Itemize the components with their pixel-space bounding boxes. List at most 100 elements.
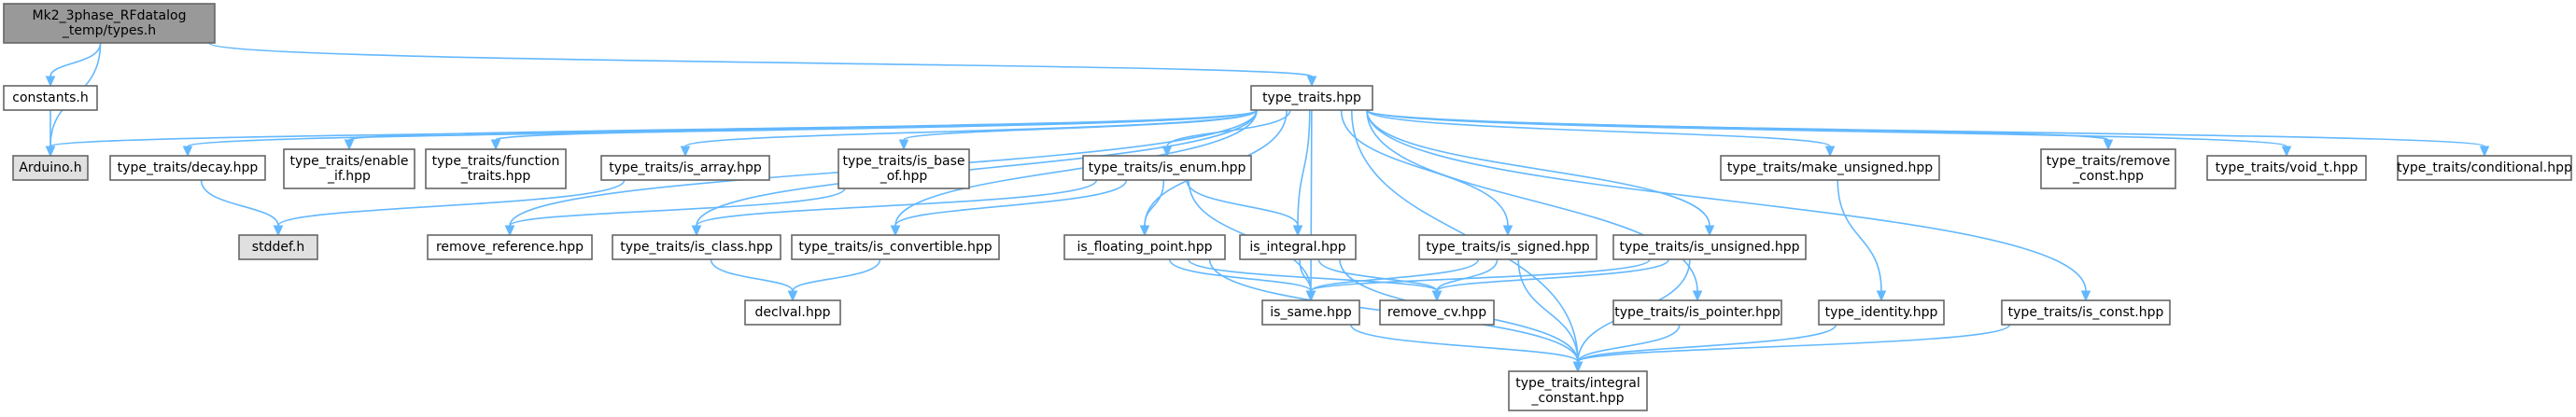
node-label: type_traits/integral (1515, 376, 1640, 391)
edge-line (1317, 258, 1438, 292)
edge-is-const-hpp-to-integral-constant-hpp (1572, 324, 2011, 373)
edge-line (495, 109, 1258, 141)
edge-arrowhead (2080, 290, 2091, 302)
node-is-floating-point-hpp[interactable]: is_floating_point.hpp (1063, 234, 1226, 260)
node-is-convertible-hpp[interactable]: type_traits/is_convertible.hpp (791, 234, 1000, 260)
edge-type-traits-hpp-to-is-signed-hpp (1340, 109, 1513, 237)
node-stddef-h[interactable]: stddef.h (238, 234, 318, 260)
node-arduino-h[interactable]: Arduino.h (12, 155, 89, 181)
node-label: type_traits/function (432, 154, 560, 169)
node-box (1250, 85, 1373, 111)
edge-arrowhead (504, 225, 515, 237)
edge-line (1310, 258, 1480, 292)
edge-arrowhead (490, 139, 501, 151)
node-label: type_traits/is_const.hpp (2008, 305, 2164, 320)
edge-line (1168, 258, 1312, 292)
node-integral-constant-hpp[interactable]: type_traits/integral_constant.hpp (1508, 370, 1648, 411)
node-label: remove_reference.hpp (436, 240, 584, 255)
edge-arrowhead (45, 146, 56, 158)
node-label: type_traits/is_class.hpp (620, 240, 773, 255)
node-function-traits-hpp[interactable]: type_traits/function_traits.hpp (425, 148, 567, 189)
edge-arrowhead (1876, 290, 1887, 302)
node-is-base-of-hpp[interactable]: type_traits/is_base_of.hpp (838, 148, 970, 189)
node-box (109, 155, 266, 181)
node-box (1612, 299, 1782, 326)
edge-is-floating-point-hpp-to-is-same-hpp (1168, 258, 1316, 302)
node-label: stddef.h (252, 240, 304, 255)
edge-arrowhead (182, 146, 193, 158)
edge-line (696, 179, 1098, 227)
edge-is-pointer-hpp-to-integral-constant-hpp (1572, 324, 1681, 373)
node-void-t-hpp[interactable]: type_traits/void_t.hpp (2206, 155, 2367, 181)
edge-arrowhead (1431, 290, 1443, 302)
node-label: is_integral.hpp (1249, 240, 1345, 255)
edge-line (1436, 258, 1669, 292)
node-is-array-hpp[interactable]: type_traits/is_array.hpp (600, 155, 770, 181)
edge-is-array-hpp-to-stddef-h (273, 179, 626, 237)
node-decay-hpp[interactable]: type_traits/decay.hpp (109, 155, 266, 181)
node-types-h[interactable]: Mk2_3phase_RFdatalog_temp/types.h (3, 3, 216, 44)
edge-line (208, 42, 1313, 77)
node-is-const-hpp[interactable]: type_traits/is_const.hpp (2001, 299, 2171, 326)
edge-is-class-hpp-to-declval-hpp (710, 258, 798, 302)
node-is-integral-hpp[interactable]: is_integral.hpp (1239, 234, 1357, 260)
node-is-signed-hpp[interactable]: type_traits/is_signed.hpp (1418, 234, 1598, 260)
edge-line (1340, 109, 1509, 227)
edge-line (710, 258, 794, 292)
edge-line (1144, 179, 1165, 227)
node-remove-const-hpp[interactable]: type_traits/remove_const.hpp (2040, 148, 2176, 189)
node-is-enum-hpp[interactable]: type_traits/is_enum.hpp (1082, 155, 1252, 181)
node-type-identity-hpp[interactable]: type_identity.hpp (1818, 299, 1945, 326)
node-remove-cv-hpp[interactable]: remove_cv.hpp (1379, 299, 1495, 326)
edge-line (903, 109, 1258, 141)
node-declval-hpp[interactable]: declval.hpp (744, 299, 841, 326)
edge-type-traits-hpp-to-conditional-hpp (1366, 109, 2490, 158)
node-box (1818, 299, 1945, 326)
edge-line (1577, 324, 2011, 363)
edge-type-traits-hpp-to-is-const-hpp (1366, 109, 2091, 302)
edge-is-unsigned-hpp-to-remove-cv-hpp (1431, 258, 1669, 302)
node-label: type_traits/is_enum.hpp (1089, 160, 1246, 175)
node-remove-reference-hpp[interactable]: remove_reference.hpp (427, 234, 593, 260)
node-label: type_traits/enable (290, 154, 409, 169)
node-label: _traits.hpp (460, 169, 531, 184)
node-is-unsigned-hpp[interactable]: type_traits/is_unsigned.hpp (1612, 234, 1807, 260)
edge-type-traits-hpp-to-arduino-h (45, 109, 1258, 158)
node-is-class-hpp[interactable]: type_traits/is_class.hpp (612, 234, 781, 260)
edge-line (1837, 179, 1882, 292)
edge-line (696, 109, 1258, 227)
edge-line (1299, 258, 1312, 292)
node-label: remove_cv.hpp (1387, 305, 1486, 320)
edge-line (1188, 258, 1438, 292)
edge-line (1366, 109, 2287, 147)
edge-arrowhead (1704, 225, 1715, 237)
node-enable-if-hpp[interactable]: type_traits/enable_if.hpp (283, 148, 415, 189)
node-label: _constant.hpp (1531, 391, 1625, 406)
node-constants-h[interactable]: constants.h (3, 85, 98, 111)
node-make-unsigned-hpp[interactable]: type_traits/make_unsigned.hpp (1720, 155, 1940, 181)
node-box (2040, 148, 2176, 189)
edge-line (1186, 179, 1299, 227)
node-box (1063, 234, 1226, 260)
edge-line (200, 179, 279, 227)
edge-line (1366, 109, 2485, 147)
node-label: _temp/types.h (62, 23, 156, 38)
node-conditional-hpp[interactable]: type_traits/conditional.hpp (2397, 155, 2572, 181)
node-box (1508, 370, 1648, 411)
edge-arrowhead (2479, 146, 2490, 158)
node-label: Arduino.h (19, 160, 81, 175)
node-is-pointer-hpp[interactable]: type_traits/is_pointer.hpp (1612, 299, 1782, 326)
edge-arrowhead (2281, 146, 2292, 158)
edge-line (792, 258, 881, 292)
edge-is-unsigned-hpp-to-is-same-hpp (1305, 258, 1651, 302)
node-label: is_floating_point.hpp (1077, 240, 1212, 255)
node-box (1239, 234, 1357, 260)
edge-line (1577, 324, 1681, 363)
edge-type-traits-hpp-to-void-t-hpp (1366, 109, 2292, 158)
node-label: type_traits/void_t.hpp (2216, 160, 2358, 175)
node-is-same-hpp[interactable]: is_same.hpp (1261, 299, 1360, 326)
node-label: type_traits.hpp (1262, 90, 1361, 105)
node-label: _if.hpp (327, 169, 371, 184)
node-label: declval.hpp (755, 305, 831, 320)
node-type-traits-hpp[interactable]: type_traits.hpp (1250, 85, 1373, 111)
